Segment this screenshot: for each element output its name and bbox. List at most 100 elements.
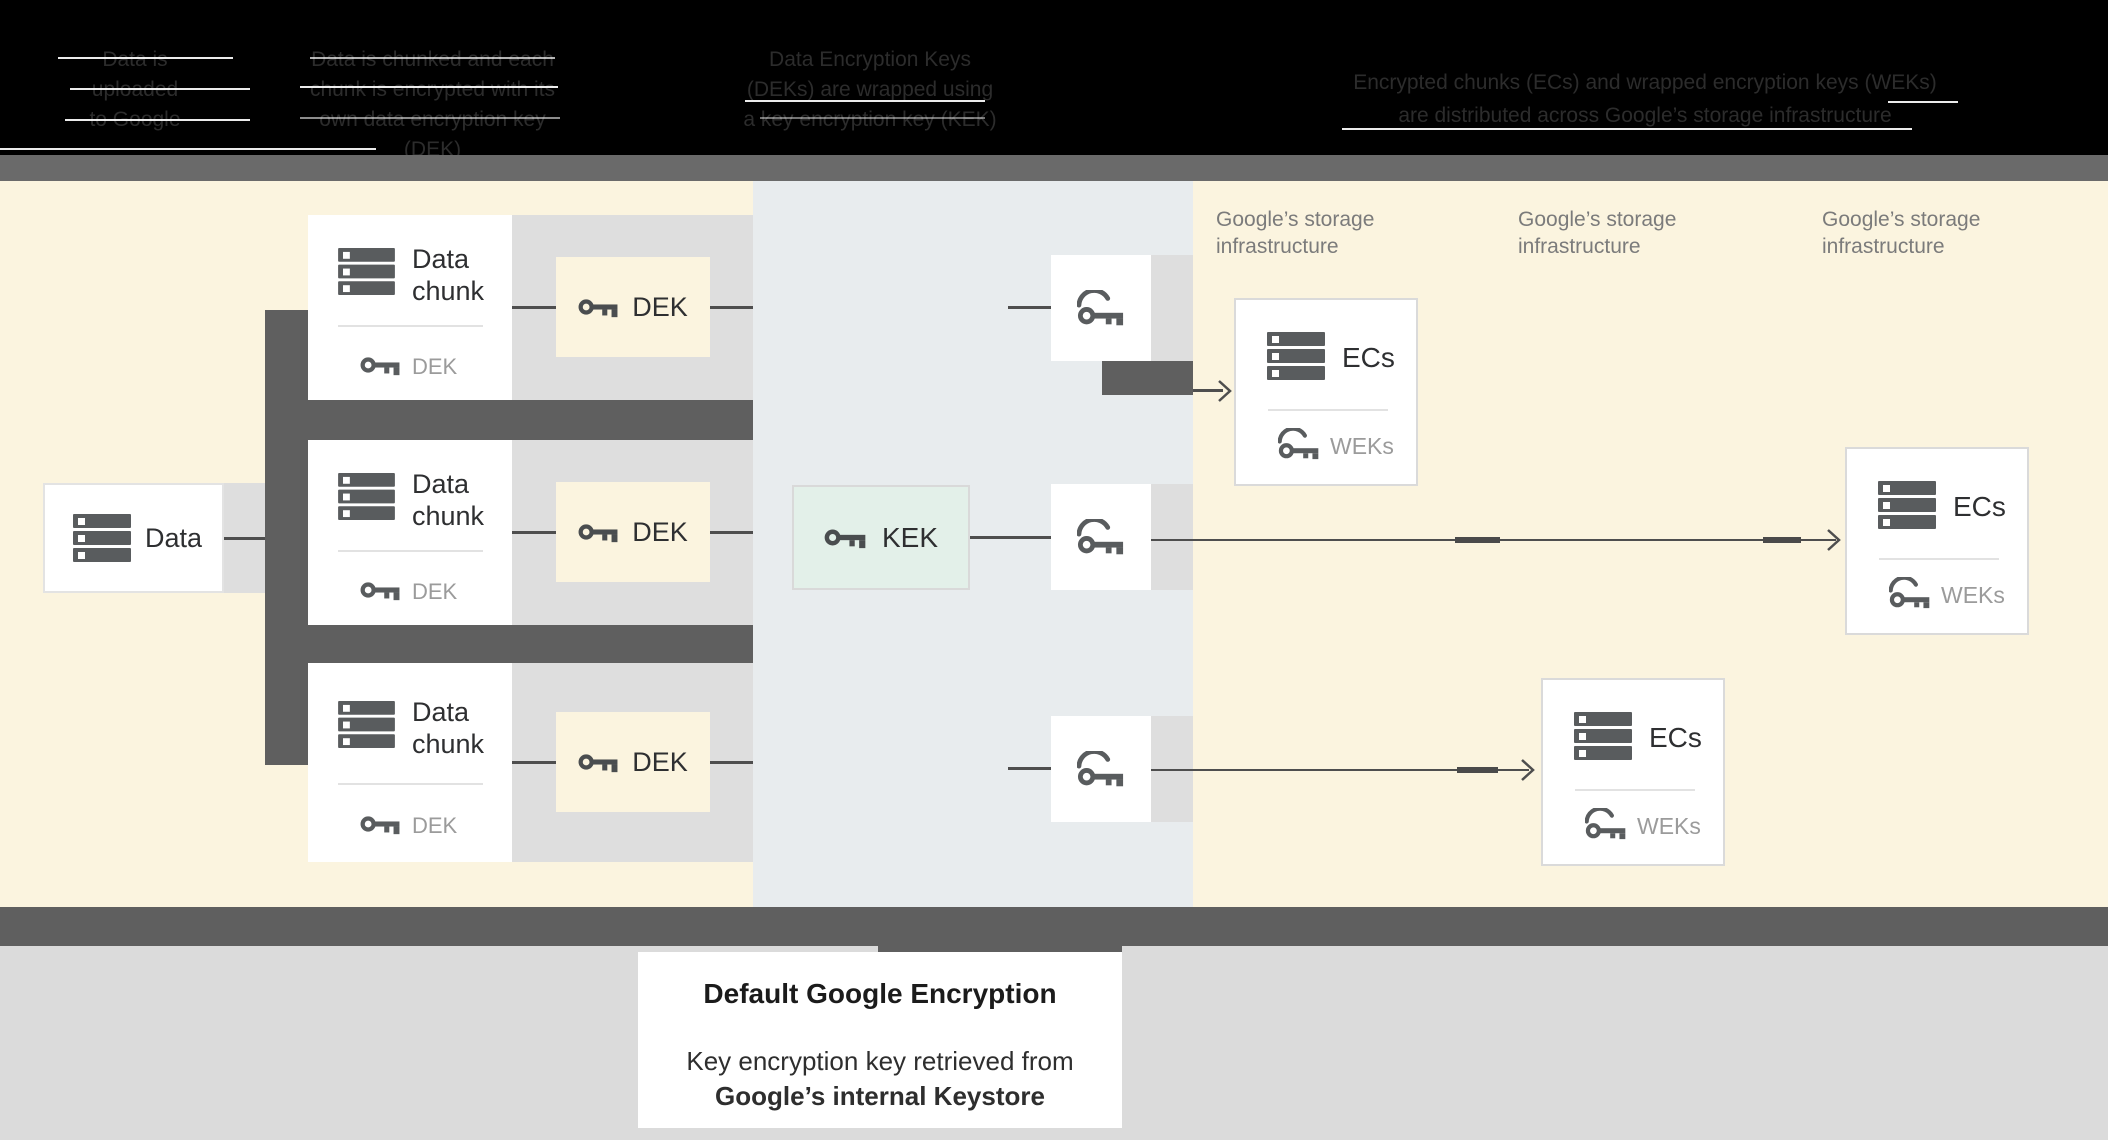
arrow-thick-segment [1763,537,1801,543]
connector-chunk-dek-1 [512,306,556,309]
glitch-streak [300,117,560,119]
storage-label-line1: Google’s storage [1822,208,1981,231]
trunk-connector [265,310,308,765]
chunk-label: Data chunk [412,468,484,532]
arrowhead-icon [1521,759,1535,781]
storage-label-line2: infrastructure [1518,235,1641,258]
glitch-streak [310,57,555,59]
key-box-strip-1 [1151,255,1193,361]
key-icon [1278,428,1319,460]
arrow-thick-segment [1457,767,1498,773]
key-icon [578,299,618,318]
arrowhead-icon [1827,529,1841,551]
chunk-label-line2: chunk [412,729,485,759]
chunk-label-line1: Data [412,697,470,727]
chunk-dek-label: DEK [412,354,458,379]
dek-box-label: DEK [632,746,688,777]
wrapped-key-box-1 [1051,255,1151,361]
separator-band-bottom [0,907,2108,946]
step-text: a key encryption key (KEK) [743,108,997,131]
storage-label-line1: Google’s storage [1518,208,1677,231]
header-step-3: Data Encryption Keys (DEKs) are wrapped … [730,45,1010,135]
connector-dek-out-3 [710,761,753,764]
storage-label-line2: infrastructure [1822,235,1945,258]
dek-box-3: DEK [556,712,710,812]
step-text: Data is [102,48,168,71]
chunk-divider [338,325,483,327]
header-step-4: Encrypted chunks (ECs) and wrapped encry… [1320,66,1970,132]
key-icon [360,582,400,601]
key-box-strip-2 [1151,484,1193,590]
key-icon [1889,577,1930,609]
dek-box-label: DEK [632,516,688,547]
chunk-dek-label: DEK [412,813,458,838]
glitch-streak [300,86,558,88]
wrapped-key-icon [1077,751,1124,787]
connector-dek-out-2 [710,531,753,534]
key-icon [578,754,618,773]
step-text: uploaded [91,78,179,101]
ecs-box-2: ECs WEKs [1845,447,2029,635]
wrapped-key-box-3 [1051,716,1151,822]
connector-kek-key-2 [970,536,1051,539]
storage-label-2: Google’s storage infrastructure [1518,206,1676,260]
step-text: Data is chunked and each [311,48,554,71]
glitch-streak [1342,128,1912,130]
caption-card: Default Google Encryption Key encryption… [638,952,1122,1128]
ecs-divider [1268,409,1388,411]
key-icon [360,357,400,376]
glitch-streak [0,148,376,150]
key-icon [360,816,400,835]
step-text: are distributed across Google’s storage … [1398,104,1892,127]
ecs-divider [1879,558,1999,560]
separator-band-top [0,155,2108,181]
connector-chunk-dek-2 [512,531,556,534]
wrapped-key-icon [1077,290,1124,326]
data-chunk-box-3: Data chunk DEK [308,663,512,862]
chunk-divider [338,550,483,552]
key-icon [824,529,866,549]
dark-connector-key1 [1102,361,1193,395]
ecs-box-3: ECs WEKs [1541,678,1725,866]
chunk-label-line2: chunk [412,276,485,306]
connector-dek-out-1 [710,306,753,309]
chunk-label-line2: chunk [412,501,485,531]
glitch-streak [1888,101,1958,103]
glitch-streak [70,88,250,90]
data-chunk-box-2: Data chunk DEK [308,440,512,625]
data-chunk-box-1: Data chunk DEK [308,215,512,400]
ecs-box-1: ECs WEKs [1234,298,1418,486]
arrow-line-ecs-3 [1151,769,1529,771]
dek-box-label: DEK [632,291,688,322]
connector-stub-key-3 [1008,767,1051,770]
glitch-streak [58,57,233,59]
data-box-label: Data [145,522,203,553]
row-separator-2 [265,625,753,663]
connector-data-trunk [224,537,265,540]
server-icon [338,248,395,295]
ecs-divider [1575,789,1695,791]
server-icon [1574,712,1632,760]
wrapped-key-box-2 [1051,484,1151,590]
dek-box-1: DEK [556,257,710,357]
arrow-thick-segment [1455,537,1500,543]
storage-label-line2: infrastructure [1216,235,1339,258]
step-text: Encrypted chunks (ECs) and wrapped encry… [1353,71,1937,94]
connector-chunk-dek-3 [512,761,556,764]
chunk-label-line1: Data [412,244,470,274]
connector-stub-key-1 [1008,306,1051,309]
storage-label-3: Google’s storage infrastructure [1822,206,1980,260]
step-text: (DEKs) are wrapped using [746,78,994,101]
server-icon [338,701,395,748]
weks-label: WEKs [1941,582,2005,608]
caption-title: Default Google Encryption [703,978,1057,1009]
key-icon [578,524,618,543]
server-icon [73,514,131,562]
arrowhead-icon [1218,380,1232,402]
weks-label: WEKs [1637,813,1701,839]
kek-box: KEK [792,485,970,590]
weks-label: WEKs [1330,433,1394,459]
caption-body-line2: Google’s internal Keystore [715,1081,1045,1111]
caption-body-line1: Key encryption key retrieved from [686,1046,1074,1076]
